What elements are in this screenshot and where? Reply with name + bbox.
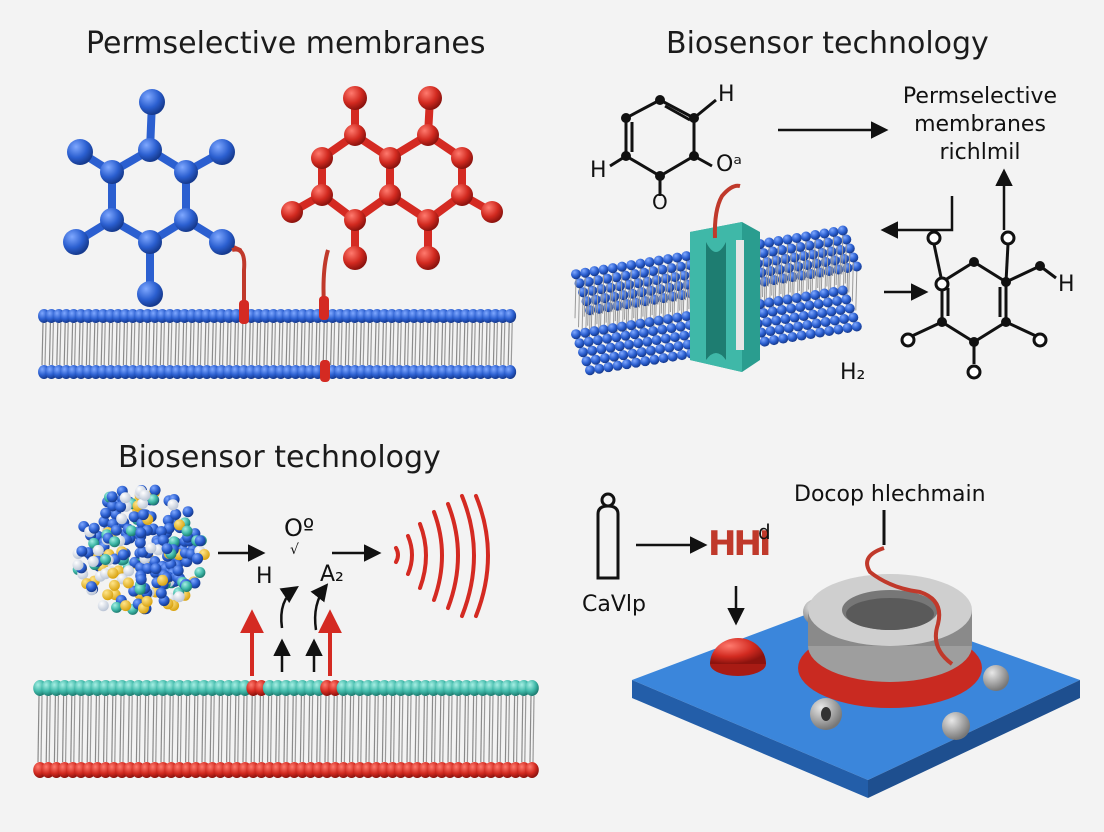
electrode-suffix: d xyxy=(758,520,771,544)
oxygen-sub-mark: √ xyxy=(290,542,299,558)
hex1-h-top-label: H xyxy=(718,82,735,107)
signal-waves-icon xyxy=(394,494,490,618)
red-anchor-right xyxy=(319,296,329,320)
red-wire xyxy=(865,546,954,666)
caption-line-3: richlmil xyxy=(939,140,1021,165)
nanoparticle-sphere xyxy=(72,484,210,615)
vial-label: CaVlp xyxy=(582,592,646,617)
red-anchor-lower xyxy=(320,360,330,382)
red-tether-channel xyxy=(712,183,741,239)
red-tether-left xyxy=(231,247,247,314)
arrow-left-bent xyxy=(880,196,954,239)
device-caption: Dосop hlechmain xyxy=(794,482,986,507)
hex1-o-right-label: Oᵃ xyxy=(716,152,742,177)
title-biosensor-technology-top: Biosensor technology xyxy=(666,26,989,61)
blue-molecule xyxy=(63,89,242,307)
title-permselective-membranes: Permselective membranes xyxy=(86,26,486,61)
hexagon-structure-2 xyxy=(900,230,1057,380)
hexagon-structure-1 xyxy=(609,95,717,196)
a2-label: A₂ xyxy=(320,562,344,587)
title-biosensor-technology-bottom: Biosensor technology xyxy=(118,440,441,475)
curved-arrows xyxy=(273,583,329,672)
hex1-o-bottom-label: O xyxy=(652,190,668,214)
hex1-h-left-label: H xyxy=(590,158,607,183)
hex2-h-right-label: H xyxy=(1058,272,1075,297)
h2-label: H₂ xyxy=(840,360,866,385)
caption-line-1: Permselective xyxy=(902,84,1058,109)
red-anchor-left xyxy=(239,300,249,324)
lipid-bilayer-top-left xyxy=(38,309,517,379)
ring-electrode xyxy=(798,574,982,708)
electrode-symbol: HHI xyxy=(708,524,772,564)
red-dome xyxy=(710,638,766,676)
h-label: H xyxy=(256,564,273,589)
lipid-bilayer-bottom-left xyxy=(33,680,539,778)
membrane-channel-protein xyxy=(690,222,760,372)
red-molecule xyxy=(281,86,503,270)
vial-icon xyxy=(596,492,620,580)
caption-line-2: membranes xyxy=(914,112,1046,137)
red-up-arrows xyxy=(240,609,342,676)
oxygen-label: Oº xyxy=(284,514,315,542)
